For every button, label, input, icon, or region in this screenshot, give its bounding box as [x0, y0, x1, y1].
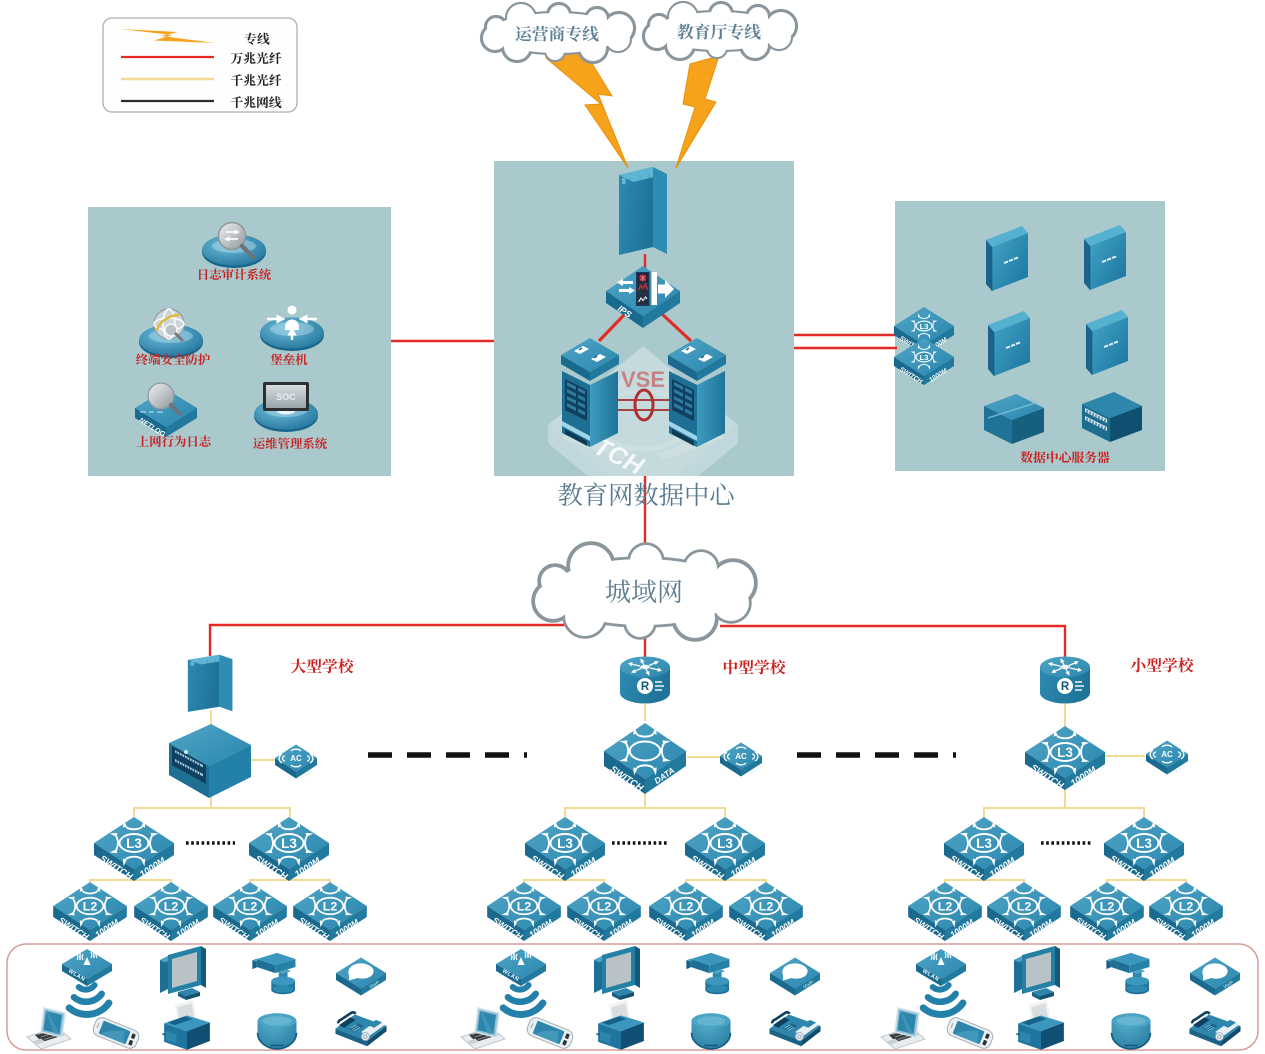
svg-text:SOC: SOC	[276, 392, 296, 402]
svg-text:VSE: VSE	[621, 367, 665, 392]
